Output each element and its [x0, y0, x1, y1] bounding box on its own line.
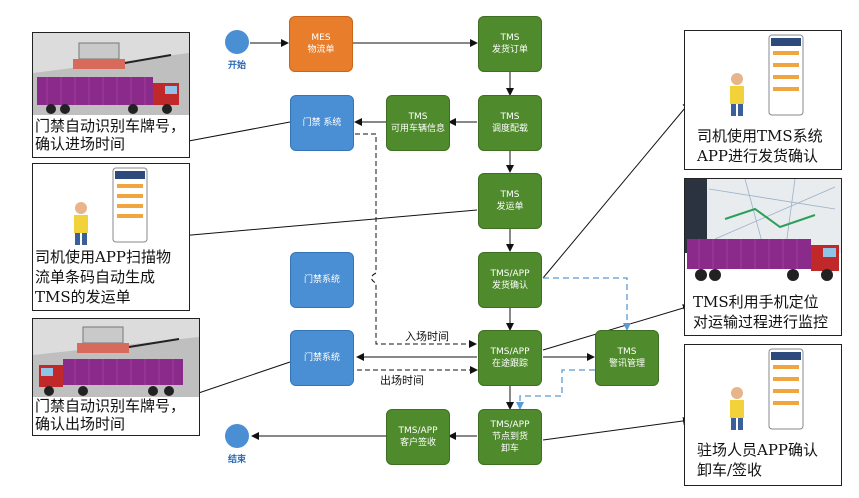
panel-driver-confirm: 司机使用TMS系统 APP进行发货确认 — [684, 30, 842, 170]
node-line: TMS — [617, 347, 637, 357]
panel-caption-line: 流单条码自动生成 — [35, 268, 156, 286]
node-tms-app-tracking[interactable]: TMS/APP 在途跟踪 — [478, 330, 542, 386]
panel-caption-line: 卸车/签收 — [697, 461, 763, 479]
node-line: MES — [311, 33, 331, 43]
edge-confirm-panel — [542, 101, 691, 279]
map-truck-image — [685, 179, 841, 281]
panel-gate-exit: 门禁自动识别车牌号， 确认出场时间 — [32, 318, 200, 436]
panel-caption-line: 门禁自动识别车牌号， — [35, 117, 186, 135]
node-line: TMS/APP — [490, 347, 530, 357]
panel-caption-line: 驻场人员APP确认 — [697, 441, 819, 459]
node-tms-alert-management[interactable]: TMS 警讯管理 — [595, 330, 659, 386]
edge-waybill-panel — [179, 209, 478, 240]
node-line: 警讯管理 — [608, 359, 645, 369]
node-line: 卸车 — [500, 444, 519, 454]
node-line: 在途跟踪 — [491, 359, 528, 369]
node-gate-system-3[interactable]: 门禁系统 — [290, 330, 354, 386]
end-label: 结束 — [228, 455, 247, 465]
node-line: 门禁 系统 — [302, 118, 342, 128]
panel-gps-monitor: TMS利用手机定位 对运输过程进行监控 — [684, 178, 842, 336]
entry-time-label: 入场时间 — [405, 330, 449, 343]
node-gate-system-1[interactable]: 门禁 系统 — [290, 95, 354, 151]
panel-caption-line: 对运输过程进行监控 — [693, 313, 829, 331]
panel-caption-line: TMS利用手机定位 — [693, 293, 819, 311]
panel-caption-line: 确认出场时间 — [35, 415, 126, 433]
node-tms-dispatch[interactable]: TMS 调度配载 — [478, 95, 542, 151]
staff-phone-image — [730, 348, 804, 430]
node-line: 客户签收 — [399, 438, 436, 448]
edge-unload-panel — [542, 416, 691, 441]
node-mes-logistics-order[interactable]: MES 物流单 — [289, 16, 353, 72]
node-line: TMS — [500, 190, 520, 200]
node-tms-shipping-order[interactable]: TMS 发货订单 — [478, 16, 542, 72]
panel-caption-line: 司机使用TMS系统 — [697, 127, 823, 145]
node-line: TMS/APP — [490, 420, 530, 430]
end-circle — [225, 424, 249, 448]
panel-caption-line: TMS的发运单 — [35, 288, 131, 306]
gate-truck-image — [33, 33, 189, 115]
node-line: 发运单 — [496, 202, 524, 212]
node-line: 物流单 — [307, 45, 335, 55]
node-line: 调度配载 — [491, 124, 528, 134]
node-tms-available-vehicles[interactable]: TMS 可用车辆信息 — [386, 95, 450, 151]
panel-caption-line: 确认进场时间 — [35, 135, 126, 153]
node-line: 发货确认 — [491, 281, 528, 291]
node-line: 门禁系统 — [303, 353, 340, 363]
panel-site-confirm: 驻场人员APP确认 卸车/签收 — [684, 344, 842, 486]
panel-driver-scan: 司机使用APP扫描物 流单条码自动生成 TMS的发运单 — [32, 163, 190, 311]
node-line: TMS/APP — [398, 426, 438, 436]
node-line: TMS — [408, 112, 428, 122]
edge-tracking-panel — [542, 304, 691, 351]
node-line: TMS — [500, 112, 520, 122]
node-line: 门禁系统 — [303, 275, 340, 285]
exit-time-label: 出场时间 — [380, 374, 424, 387]
edge-alert-tracking — [516, 369, 595, 410]
node-tms-waybill[interactable]: TMS 发运单 — [478, 173, 542, 229]
panel-caption-line: APP进行发货确认 — [697, 147, 819, 165]
start-label: 开始 — [228, 61, 247, 71]
node-line: TMS/APP — [490, 269, 530, 279]
driver-phone-image — [74, 167, 148, 245]
node-line: 可用车辆信息 — [390, 124, 445, 134]
panel-gate-entry: 门禁自动识别车牌号， 确认进场时间 — [32, 32, 190, 158]
panel-caption-line: 司机使用APP扫描物 — [35, 248, 172, 266]
node-tms-app-sign[interactable]: TMS/APP 客户签收 — [386, 409, 450, 465]
node-gate-system-2[interactable]: 门禁系统 — [290, 252, 354, 308]
gate-truck-image — [33, 319, 199, 397]
edge-confirm-alert — [543, 277, 631, 331]
start-circle — [225, 30, 249, 54]
driver-phone-image — [730, 34, 804, 116]
panel-caption-line: 门禁自动识别车牌号， — [35, 397, 186, 415]
node-line: TMS — [500, 33, 520, 43]
node-line: 发货订单 — [491, 45, 528, 55]
edge-gate1-entry-time — [355, 133, 477, 348]
node-tms-app-confirm[interactable]: TMS/APP 发货确认 — [478, 252, 542, 308]
node-line: 节点到货 — [491, 432, 528, 442]
edge-gate1-panel — [177, 121, 291, 146]
node-tms-app-unload[interactable]: TMS/APP 节点到货 卸车 — [478, 409, 542, 465]
